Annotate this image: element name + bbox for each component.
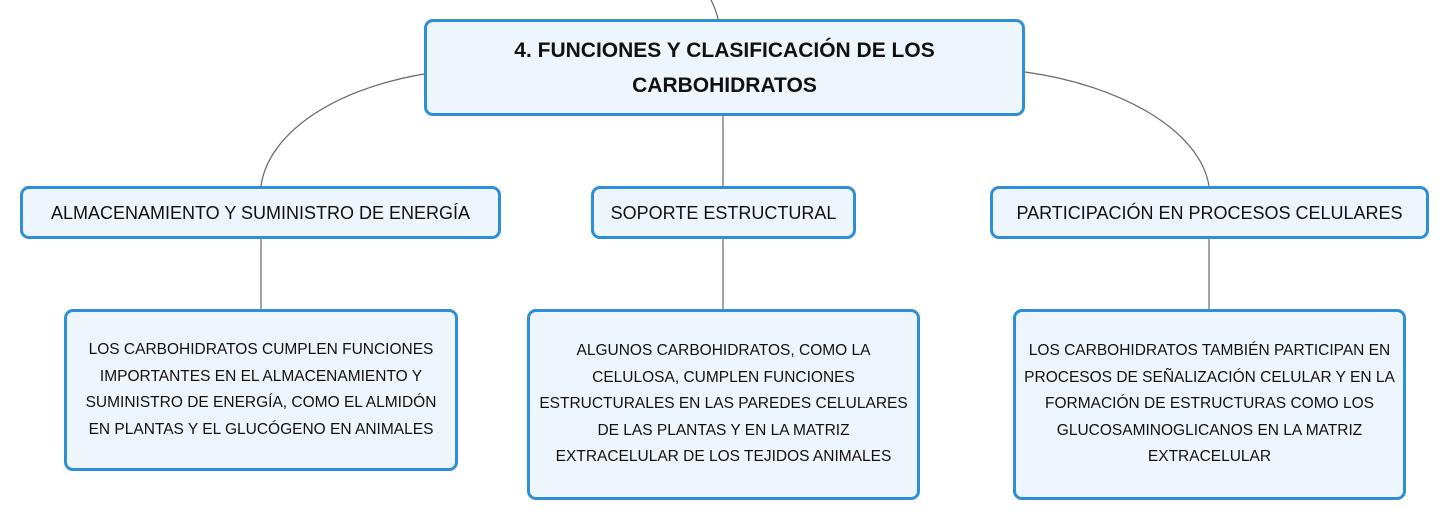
detail-text: LOS CARBOHIDRATOS TAMBIÉN PARTICIPAN EN … [1024,342,1395,466]
detail-node-cell-processes[interactable]: LOS CARBOHIDRATOS TAMBIÉN PARTICIPAN EN … [1013,309,1406,500]
branch-label: PARTICIPACIÓN EN PROCESOS CELULARES [1016,202,1403,223]
branch-node-energy[interactable]: ALMACENAMIENTO Y SUMINISTRO DE ENERGÍA [20,186,501,239]
detail-text: ALGUNOS CARBOHIDRATOS, COMO LA CELULOSA,… [539,342,908,466]
detail-node-structure[interactable]: ALGUNOS CARBOHIDRATOS, COMO LA CELULOSA,… [527,309,920,500]
branch-label: SOPORTE ESTRUCTURAL [610,202,837,223]
branch-node-structure[interactable]: SOPORTE ESTRUCTURAL [591,186,856,239]
root-topic-node[interactable]: 4. FUNCIONES Y CLASIFICACIÓN DE LOS CARB… [424,19,1025,116]
branch-label: ALMACENAMIENTO Y SUMINISTRO DE ENERGÍA [50,202,471,223]
branch-node-cell-processes[interactable]: PARTICIPACIÓN EN PROCESOS CELULARES [990,186,1429,239]
detail-node-energy[interactable]: LOS CARBOHIDRATOS CUMPLEN FUNCIONES IMPO… [64,309,458,471]
connector-root-to-branch-2 [1024,71,1210,187]
connector-root-to-branch-0 [260,73,425,187]
incoming-connector [710,0,719,20]
detail-text: LOS CARBOHIDRATOS CUMPLEN FUNCIONES IMPO… [85,341,437,438]
root-topic-text: 4. FUNCIONES Y CLASIFICACIÓN DE LOS CARB… [514,38,935,97]
